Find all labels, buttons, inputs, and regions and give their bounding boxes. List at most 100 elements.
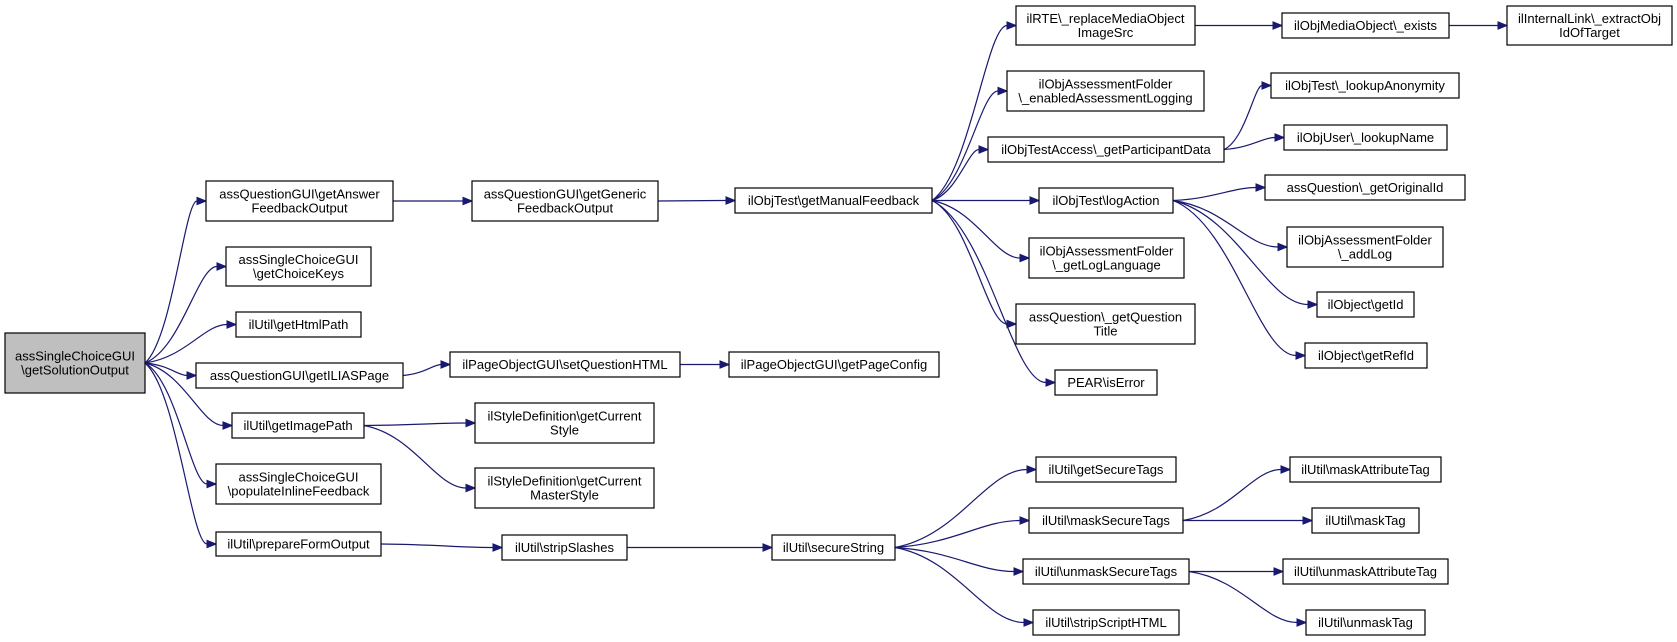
node-label: ilUtil\getHtmlPath bbox=[249, 317, 349, 332]
node-lan[interactable]: ilObjTest\_lookupAnonymity bbox=[1270, 72, 1460, 99]
edge-la-to-adl bbox=[1172, 199, 1289, 252]
node-label: ilObjTest\logAction bbox=[1053, 193, 1160, 208]
node-gst[interactable]: ilUtil\getSecureTags bbox=[1035, 456, 1177, 483]
node-mat[interactable]: ilUtil\maskAttributeTag bbox=[1289, 456, 1442, 483]
node-gid[interactable]: ilObject\getId bbox=[1316, 291, 1415, 318]
node-gll[interactable]: ilObjAssessmentFolder\_getLogLanguage bbox=[1028, 237, 1185, 279]
node-ssh[interactable]: ilUtil\stripScriptHTML bbox=[1032, 609, 1180, 636]
edge-gmf-to-rmo bbox=[931, 21, 1018, 201]
node-box bbox=[4, 332, 146, 394]
node-gck[interactable]: assSingleChoiceGUI\getChoiceKeys bbox=[225, 246, 372, 287]
arrowhead-icon bbox=[222, 421, 234, 430]
node-label: assQuestion\_getOriginalId bbox=[1287, 180, 1444, 195]
arrowhead-icon bbox=[462, 196, 474, 206]
node-gmf[interactable]: ilObjTest\getManualFeedback bbox=[734, 187, 933, 214]
edge-line bbox=[1172, 186, 1257, 202]
edge-line bbox=[894, 468, 1028, 549]
edge-root-to-gafo bbox=[144, 196, 208, 364]
node-sqh[interactable]: ilPageObjectGUI\setQuestionHTML bbox=[449, 351, 681, 378]
node-label: ilObjAssessmentFolder bbox=[1039, 77, 1173, 92]
edge-line bbox=[144, 362, 208, 485]
edge-line bbox=[1223, 136, 1276, 151]
node-mst[interactable]: ilUtil\maskSecureTags bbox=[1028, 507, 1184, 534]
node-box bbox=[1038, 187, 1174, 214]
node-sec[interactable]: ilUtil\secureString bbox=[771, 534, 896, 561]
node-goi[interactable]: assQuestion\_getOriginalId bbox=[1264, 174, 1466, 201]
node-label: ilUtil\stripSlashes bbox=[515, 540, 614, 555]
edge-gmf-to-ie bbox=[931, 199, 1057, 387]
node-box bbox=[1506, 5, 1673, 46]
edge-line bbox=[144, 362, 224, 427]
edge-gmf-to-la bbox=[932, 196, 1041, 205]
node-box bbox=[205, 180, 394, 222]
edge-line bbox=[1223, 84, 1263, 151]
edge-line bbox=[363, 422, 467, 427]
node-root[interactable]: assSingleChoiceGUI\getSolutionOutput bbox=[4, 332, 146, 394]
edge-line bbox=[931, 148, 980, 202]
node-ghp[interactable]: ilUtil\getHtmlPath bbox=[235, 311, 362, 338]
arrowhead-icon bbox=[1023, 618, 1035, 627]
node-uat[interactable]: ilUtil\unmaskAttributeTag bbox=[1282, 558, 1449, 585]
arrowhead-icon bbox=[762, 543, 774, 552]
node-pfo[interactable]: ilUtil\prepareFormOutput bbox=[215, 531, 382, 557]
edge-gafo-to-ggfo bbox=[393, 196, 474, 206]
node-pif[interactable]: assSingleChoiceGUI\populateInlineFeedbac… bbox=[215, 463, 382, 505]
edge-line bbox=[363, 424, 467, 489]
node-lnm[interactable]: ilObjUser\_lookupName bbox=[1283, 124, 1448, 151]
node-adl[interactable]: ilObjAssessmentFolder\_addLog bbox=[1286, 226, 1444, 268]
node-box bbox=[1015, 5, 1196, 46]
node-gpc[interactable]: ilPageObjectGUI\getPageConfig bbox=[728, 351, 940, 378]
node-la[interactable]: ilObjTest\logAction bbox=[1038, 187, 1174, 214]
node-box bbox=[1305, 609, 1426, 636]
node-label: assQuestionGUI\getAnswer bbox=[219, 187, 380, 202]
node-label: ilPageObjectGUI\setQuestionHTML bbox=[462, 357, 667, 372]
node-gimg[interactable]: ilUtil\getImagePath bbox=[231, 412, 365, 439]
edge-rmo-to-moe bbox=[1195, 21, 1284, 30]
node-label: ilObjTest\_lookupAnonymity bbox=[1285, 78, 1445, 93]
node-box bbox=[1028, 237, 1185, 279]
node-box bbox=[1054, 369, 1158, 396]
node-ust[interactable]: ilUtil\unmaskSecureTags bbox=[1022, 558, 1190, 585]
edges-layer bbox=[144, 21, 1509, 627]
node-label: ilObjAssessmentFolder bbox=[1040, 244, 1174, 259]
edge-gpd-to-lnm bbox=[1223, 133, 1286, 151]
arrowhead-icon bbox=[1497, 21, 1509, 30]
node-gpd[interactable]: ilObjTestAccess\_getParticipantData bbox=[987, 136, 1225, 163]
node-grid[interactable]: ilObject\getRefId bbox=[1304, 342, 1428, 369]
node-ut[interactable]: ilUtil\unmaskTag bbox=[1305, 609, 1426, 636]
node-label: ilObject\getRefId bbox=[1318, 348, 1414, 363]
arrowhead-icon bbox=[1019, 516, 1031, 525]
node-box bbox=[1022, 558, 1190, 585]
edge-ust-to-uat bbox=[1189, 567, 1285, 576]
node-eal[interactable]: ilObjAssessmentFolder\_enabledAssessment… bbox=[1006, 70, 1205, 112]
nodes-layer: assSingleChoiceGUI\getSolutionOutput assQ… bbox=[4, 5, 1673, 636]
edge-line bbox=[894, 519, 1021, 549]
edge-ss-to-sec bbox=[626, 543, 774, 552]
node-label: ilRTE\_replaceMediaObject bbox=[1027, 11, 1185, 26]
edge-line bbox=[1172, 199, 1297, 357]
node-label: ilUtil\prepareFormOutput bbox=[227, 537, 370, 552]
edge-gpd-to-lan bbox=[1223, 81, 1273, 151]
arrowhead-icon bbox=[1274, 133, 1286, 142]
node-label: \populateInlineFeedback bbox=[228, 484, 370, 499]
node-ss[interactable]: ilUtil\stripSlashes bbox=[501, 534, 628, 561]
node-box bbox=[215, 463, 382, 505]
node-label: PEAR\isError bbox=[1067, 375, 1145, 390]
edge-line bbox=[1182, 468, 1282, 522]
arrowhead-icon bbox=[997, 86, 1009, 96]
node-ie[interactable]: PEAR\isError bbox=[1054, 369, 1158, 396]
node-gip[interactable]: assQuestionGUI\getILIASPage bbox=[195, 362, 404, 389]
node-label: ilObject\getId bbox=[1328, 297, 1404, 312]
node-mt[interactable]: ilUtil\maskTag bbox=[1311, 507, 1420, 534]
edge-gimg-to-gcs bbox=[363, 418, 477, 428]
node-label: ilObjAssessmentFolder bbox=[1298, 233, 1432, 248]
edge-sec-to-mst bbox=[894, 516, 1031, 549]
node-moe[interactable]: ilObjMediaObject\_exists bbox=[1281, 12, 1450, 39]
